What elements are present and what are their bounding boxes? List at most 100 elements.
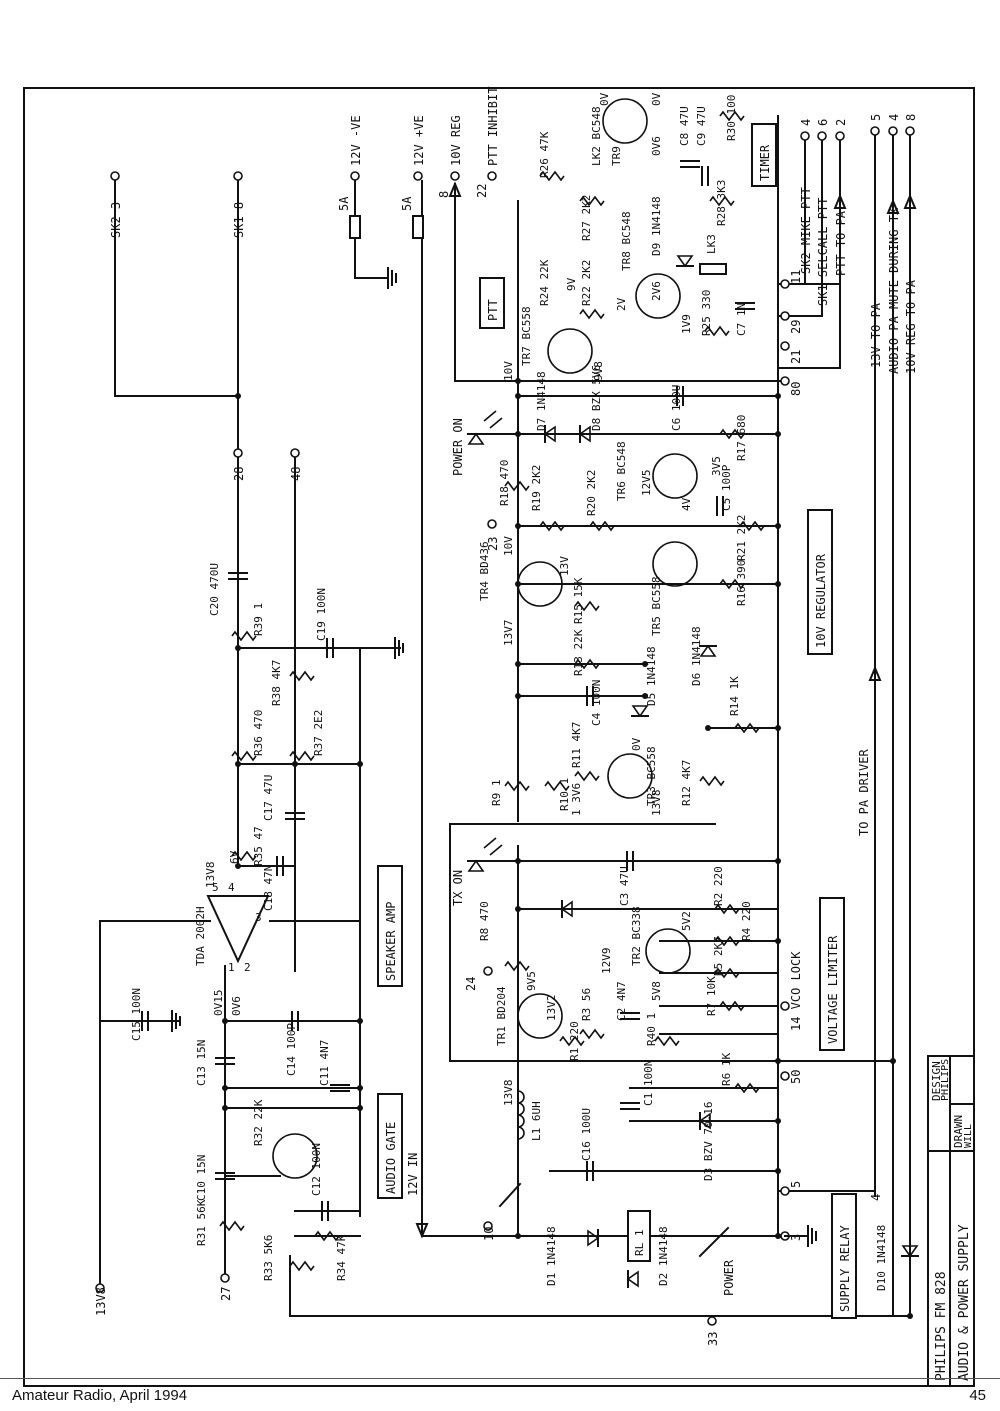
- fuses: [349, 215, 424, 239]
- label-r3: R3 56: [580, 988, 593, 1021]
- label-ic-v-5: 13V8: [204, 862, 217, 889]
- label-10v-regulator: 10V REGULATOR: [814, 553, 828, 648]
- conn-13v8: 13V8: [94, 1287, 108, 1316]
- label-c2: C2 4N7: [615, 981, 628, 1021]
- voltage-7: 1 3V6: [570, 783, 583, 816]
- label-ic-pin-2: 2: [244, 961, 251, 974]
- label-r14: R14 1K: [728, 676, 741, 716]
- label-c6: C6 100U: [670, 385, 683, 431]
- voltage-23: 0V: [650, 92, 663, 106]
- section-supply-relay: SUPPLY RELAY: [831, 1193, 857, 1319]
- label-r8: R8 470: [478, 901, 491, 941]
- conn-29: 29: [789, 320, 803, 334]
- label-r39: R39 1: [252, 603, 265, 636]
- conn-12v-in: 12V IN: [406, 1153, 420, 1196]
- conn-right-2: 2: [834, 119, 848, 126]
- label-r32: R32 22K: [252, 1099, 265, 1146]
- label-c18: C18 47N: [262, 865, 275, 911]
- voltage-20: 2V6: [650, 281, 663, 301]
- label-timer: TIMER: [758, 144, 772, 181]
- label-tr2: TR2 BC338: [630, 906, 643, 966]
- voltage-6: 5V8: [650, 981, 663, 1001]
- voltage-17: 9V8: [592, 361, 605, 381]
- wiring: [99, 115, 911, 1317]
- label-d2: D2 1N4148: [657, 1226, 670, 1286]
- label-r9: R9 1: [490, 780, 503, 807]
- label-voltage-limiter: VOLTAGE LIMITER: [826, 935, 840, 1044]
- label-r33: R33 5K6: [262, 1235, 275, 1281]
- label-10v-reg-to-pa: 10V REG TO PA: [904, 279, 918, 374]
- label-r10: R10 1: [558, 778, 571, 811]
- conn-22: 22: [475, 184, 489, 198]
- conn-12v-pos: 12V +VE: [412, 115, 426, 166]
- voltage-3: 13V2: [545, 995, 558, 1022]
- voltage-12: 13V: [558, 556, 571, 576]
- label-to-pa-driver: TO PA DRIVER: [857, 749, 871, 836]
- label-ic-v-in: 0V15: [212, 990, 225, 1017]
- link-lk3: [699, 263, 727, 275]
- conn-12v-neg: 12V -VE: [349, 115, 363, 166]
- label-lk3: LK3: [705, 234, 718, 254]
- conn-sk1-8: SK1 8: [232, 202, 246, 238]
- title-block: PHILIPS FM 828 AUDIO & POWER SUPPLY DESI…: [927, 1055, 975, 1387]
- page-footer: Amateur Radio, April 1994 45: [0, 1378, 1000, 1411]
- label-r19: R19 2K2: [530, 465, 543, 511]
- conn-80: 80: [789, 382, 803, 396]
- section-ptt: PTT: [479, 277, 505, 329]
- label-r5: R5 2K7: [712, 936, 725, 976]
- net-labels: SK2 3 SK1 8 28 48 27 13V8 12V -VE 12V +V…: [94, 87, 918, 1346]
- label-c5: C5 100P: [720, 464, 733, 511]
- label-r31: R31 56K: [195, 1199, 208, 1246]
- diodes: [467, 255, 919, 1288]
- conn-27: 27: [219, 1287, 233, 1301]
- label-c14: C14 100P: [285, 1023, 298, 1076]
- label-r18: R18 470: [498, 460, 511, 506]
- footer-page-number: 45: [969, 1387, 986, 1404]
- label-tr7: TR7 BC558: [520, 306, 533, 366]
- voltage-11: 10V: [502, 536, 515, 556]
- label-d9: D9 1N4148: [650, 196, 663, 256]
- label-c8: C8 47U: [678, 106, 691, 146]
- conn-sk2-3: SK2 3: [109, 202, 123, 238]
- label-l1: L1 6UH: [530, 1101, 543, 1141]
- label-c10: C10 15N: [195, 1155, 208, 1201]
- section-audio-gate: AUDIO GATE: [377, 1093, 403, 1199]
- label-ic-v-out: 6V: [228, 850, 241, 864]
- label-ic-pin-3: 3: [255, 911, 262, 924]
- voltage-13: 12V5: [640, 470, 653, 497]
- title-block-design-label: DESIGN: [930, 1061, 943, 1101]
- conn-28: 28: [232, 467, 246, 481]
- voltage-22: 0V: [598, 92, 611, 106]
- label-ic-pin-1: 1: [228, 961, 235, 974]
- drawing-frame: [23, 87, 975, 1387]
- label-tr9: TR9: [610, 146, 623, 166]
- label-r27: R27 2K2: [580, 195, 593, 241]
- label-tr4: TR4 BD436: [478, 541, 491, 601]
- fuse-5a-2: 5A: [400, 196, 414, 211]
- label-r12: R12 4K7: [680, 760, 693, 806]
- label-tr5: TR5 BC558: [650, 576, 663, 636]
- fuse-5a-1: 5A: [337, 196, 351, 211]
- label-r24: R24 22K: [538, 259, 551, 306]
- conn-23: 23: [486, 537, 500, 551]
- voltage-9: 13V8: [650, 790, 663, 817]
- label-ic: TDA 2002H: [194, 906, 207, 966]
- label-c7: C7 1N: [735, 303, 748, 336]
- voltage-5: 5V2: [680, 911, 693, 931]
- label-c19: C19 100N: [315, 588, 328, 641]
- voltage-18: 9V: [565, 277, 578, 291]
- title-block-subtitle: AUDIO & POWER SUPPLY: [957, 1224, 972, 1381]
- conn-11: 11: [789, 270, 803, 284]
- conn-3: 3: [789, 1234, 803, 1241]
- label-r26: R26 47K: [538, 131, 551, 178]
- amplifier-ic-symbol: [206, 895, 270, 964]
- label-rl1: RL 1: [633, 1230, 646, 1257]
- label-13v-to-pa: 13V TO PA: [869, 302, 883, 368]
- label-r11: R11 4K7: [570, 722, 583, 768]
- component-labels: TDA 2002H 5 4 3 2 1 0V15 6V 13V8 0V6 C15…: [130, 95, 888, 1291]
- label-c11: C11 4N7: [318, 1040, 331, 1086]
- label-r6: R6 1K: [720, 1053, 733, 1086]
- label-speaker-amp: SPEAKER AMP: [384, 902, 398, 981]
- label-r34: R34 47K: [335, 1234, 348, 1281]
